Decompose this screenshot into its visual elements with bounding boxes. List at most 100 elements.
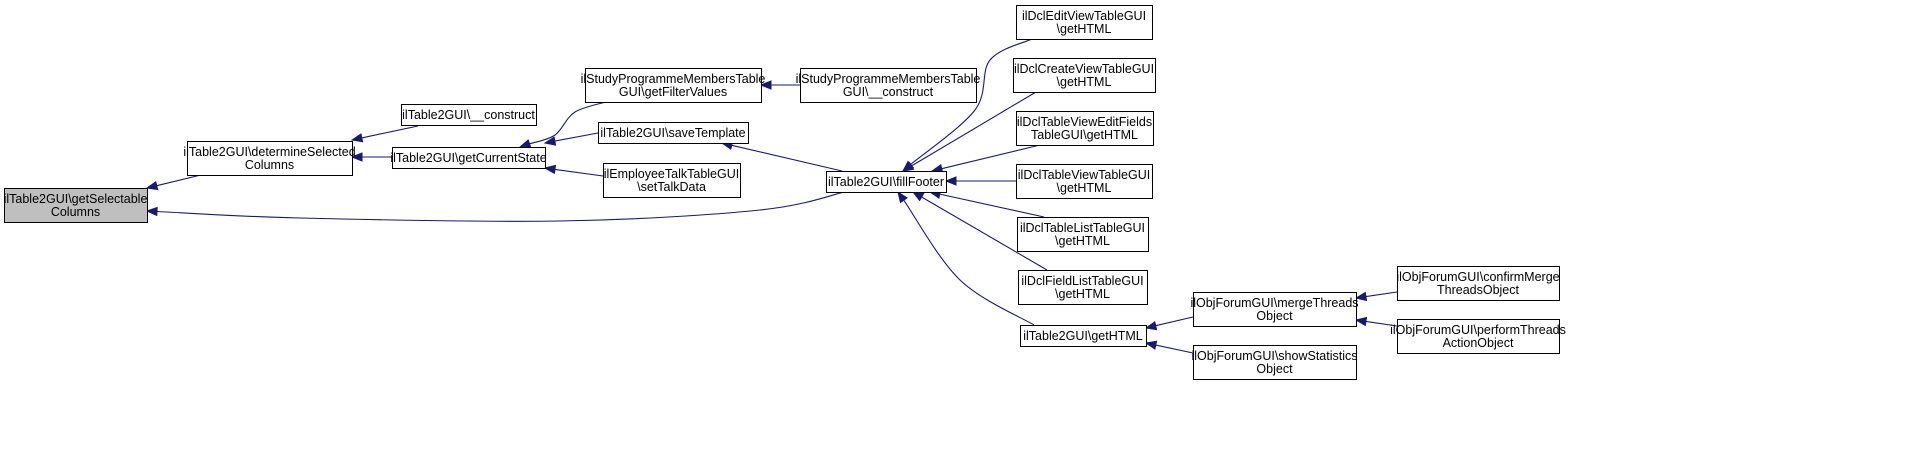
node-label-line: ilObjForumGUI\confirmMerge bbox=[1396, 270, 1559, 284]
node-label-line: \getHTML bbox=[1057, 181, 1112, 195]
edge-line bbox=[156, 190, 849, 222]
node-box bbox=[1020, 325, 1147, 347]
node-n6[interactable]: ilTable2GUI\saveTemplate bbox=[598, 122, 749, 144]
edge-line bbox=[921, 196, 1048, 271]
arrow-head bbox=[1354, 291, 1368, 302]
edge-n10-to-n8 bbox=[901, 91, 1037, 172]
edge-line bbox=[941, 144, 1041, 170]
node-box bbox=[1193, 345, 1357, 380]
arrow-head bbox=[1144, 340, 1158, 350]
node-box bbox=[401, 104, 537, 126]
edge-line bbox=[911, 91, 1037, 167]
arrow-head bbox=[759, 80, 772, 90]
edge-line bbox=[554, 168, 604, 177]
node-box bbox=[800, 68, 977, 103]
node-box bbox=[187, 141, 353, 176]
node-label-line: ilObjForumGUI\performThreads bbox=[1390, 323, 1566, 337]
node-label-line: \getHTML bbox=[1057, 22, 1112, 36]
node-label-line: Object bbox=[1256, 362, 1293, 376]
node-n7[interactable]: ilEmployeeTalkTableGUI\setTalkData bbox=[603, 163, 741, 198]
edge-n5-to-n4 bbox=[759, 80, 800, 90]
arrow-head bbox=[944, 176, 957, 186]
node-label-line: ilEmployeeTalkTableGUI bbox=[604, 167, 739, 181]
edge-n16-to-n15 bbox=[1144, 316, 1194, 331]
node-label-line: Columns bbox=[245, 158, 294, 172]
node-n10[interactable]: ilDclCreateViewTableGUI\getHTML bbox=[1013, 58, 1156, 93]
node-n2[interactable]: ilTable2GUI\__construct bbox=[401, 104, 537, 126]
edge-line bbox=[1365, 291, 1398, 298]
node-box bbox=[392, 147, 546, 169]
node-box bbox=[603, 163, 741, 198]
edge-line bbox=[1155, 316, 1194, 327]
node-label-line: ilStudyProgrammeMembersTable bbox=[796, 72, 981, 86]
node-label-line: \getHTML bbox=[1055, 234, 1110, 248]
node-label-line: ilDclCreateViewTableGUI bbox=[1014, 62, 1154, 76]
node-n5[interactable]: ilStudyProgrammeMembersTableGUI\__constr… bbox=[796, 68, 981, 103]
node-label-line: ilTable2GUI\getHTML bbox=[1023, 329, 1143, 343]
arrow-head bbox=[543, 136, 557, 146]
arrow-head bbox=[911, 191, 925, 202]
edge-n7-to-n3 bbox=[543, 164, 604, 177]
node-n3[interactable]: ilTable2GUI\getCurrentState bbox=[390, 147, 547, 169]
edge-line bbox=[939, 193, 1045, 218]
arrow-head bbox=[897, 190, 908, 204]
node-label-line: \getHTML bbox=[1057, 75, 1112, 89]
node-box bbox=[1016, 111, 1154, 146]
node-n13[interactable]: ilDclTableListTableGUI\getHTML bbox=[1017, 217, 1149, 252]
edge-line bbox=[1155, 344, 1194, 354]
node-label-line: ilObjForumGUI\showStatistics bbox=[1191, 349, 1357, 363]
arrow-head bbox=[145, 180, 159, 191]
node-box bbox=[1193, 292, 1357, 327]
edge-n19-to-n16 bbox=[1354, 316, 1398, 327]
node-label-line: ilDclFieldListTableGUI bbox=[1021, 274, 1143, 288]
node-label-line: ilDclTableViewTableGUI bbox=[1018, 168, 1150, 182]
node-n4[interactable]: ilStudyProgrammeMembersTableGUI\getFilte… bbox=[581, 68, 766, 103]
node-label-line: Columns bbox=[51, 205, 100, 219]
edge-n6-to-n3 bbox=[543, 132, 599, 146]
node-box bbox=[598, 122, 749, 144]
node-box bbox=[585, 68, 762, 103]
edge-line bbox=[1365, 320, 1398, 327]
arrow-head bbox=[543, 164, 557, 175]
node-label-line: ActionObject bbox=[1443, 336, 1514, 350]
arrow-head bbox=[518, 139, 532, 149]
node-label-line: TableGUI\getHTML bbox=[1031, 128, 1138, 142]
node-n15[interactable]: ilTable2GUI\getHTML bbox=[1020, 325, 1147, 347]
node-n12[interactable]: ilDclTableViewTableGUI\getHTML bbox=[1016, 164, 1153, 199]
node-box bbox=[826, 171, 947, 193]
edge-n3-to-n1 bbox=[350, 152, 392, 162]
node-box bbox=[1397, 266, 1560, 301]
node-label-line: \getHTML bbox=[1055, 287, 1110, 301]
node-label-line: ilObjForumGUI\mergeThreads bbox=[1190, 296, 1358, 310]
node-label-line: ilDclTableListTableGUI bbox=[1020, 221, 1145, 235]
node-label-line: ilTable2GUI\__construct bbox=[402, 108, 535, 122]
edge-n8-to-n0 bbox=[145, 190, 849, 222]
node-n14[interactable]: ilDclFieldListTableGUI\getHTML bbox=[1018, 270, 1148, 305]
node-box bbox=[1016, 164, 1153, 199]
edge-line bbox=[903, 199, 1035, 326]
node-label-line: GUI\getFilterValues bbox=[619, 85, 727, 99]
node-label-line: ThreadsObject bbox=[1437, 283, 1520, 297]
node-box bbox=[1013, 58, 1156, 93]
node-label-line: ilDclTableViewEditFields bbox=[1017, 115, 1152, 129]
edge-line bbox=[554, 132, 599, 142]
root-node-box bbox=[4, 188, 148, 223]
node-label-line: ilStudyProgrammeMembersTable bbox=[581, 72, 766, 86]
edge-line bbox=[731, 144, 843, 172]
node-label-line: ilTable2GUI\getCurrentState bbox=[390, 151, 546, 165]
node-label-line: ilDclEditViewTableGUI bbox=[1022, 9, 1146, 23]
edge-n12-to-n8 bbox=[944, 176, 1016, 186]
node-n9[interactable]: ilDclEditViewTableGUI\getHTML bbox=[1016, 5, 1153, 40]
edges-layer bbox=[145, 38, 1398, 354]
node-label-line: \setTalkData bbox=[637, 180, 706, 194]
edge-n18-to-n16 bbox=[1354, 291, 1398, 302]
node-n8[interactable]: ilTable2GUI\fillFooter bbox=[826, 171, 947, 193]
edge-n1-to-n0 bbox=[145, 173, 206, 191]
